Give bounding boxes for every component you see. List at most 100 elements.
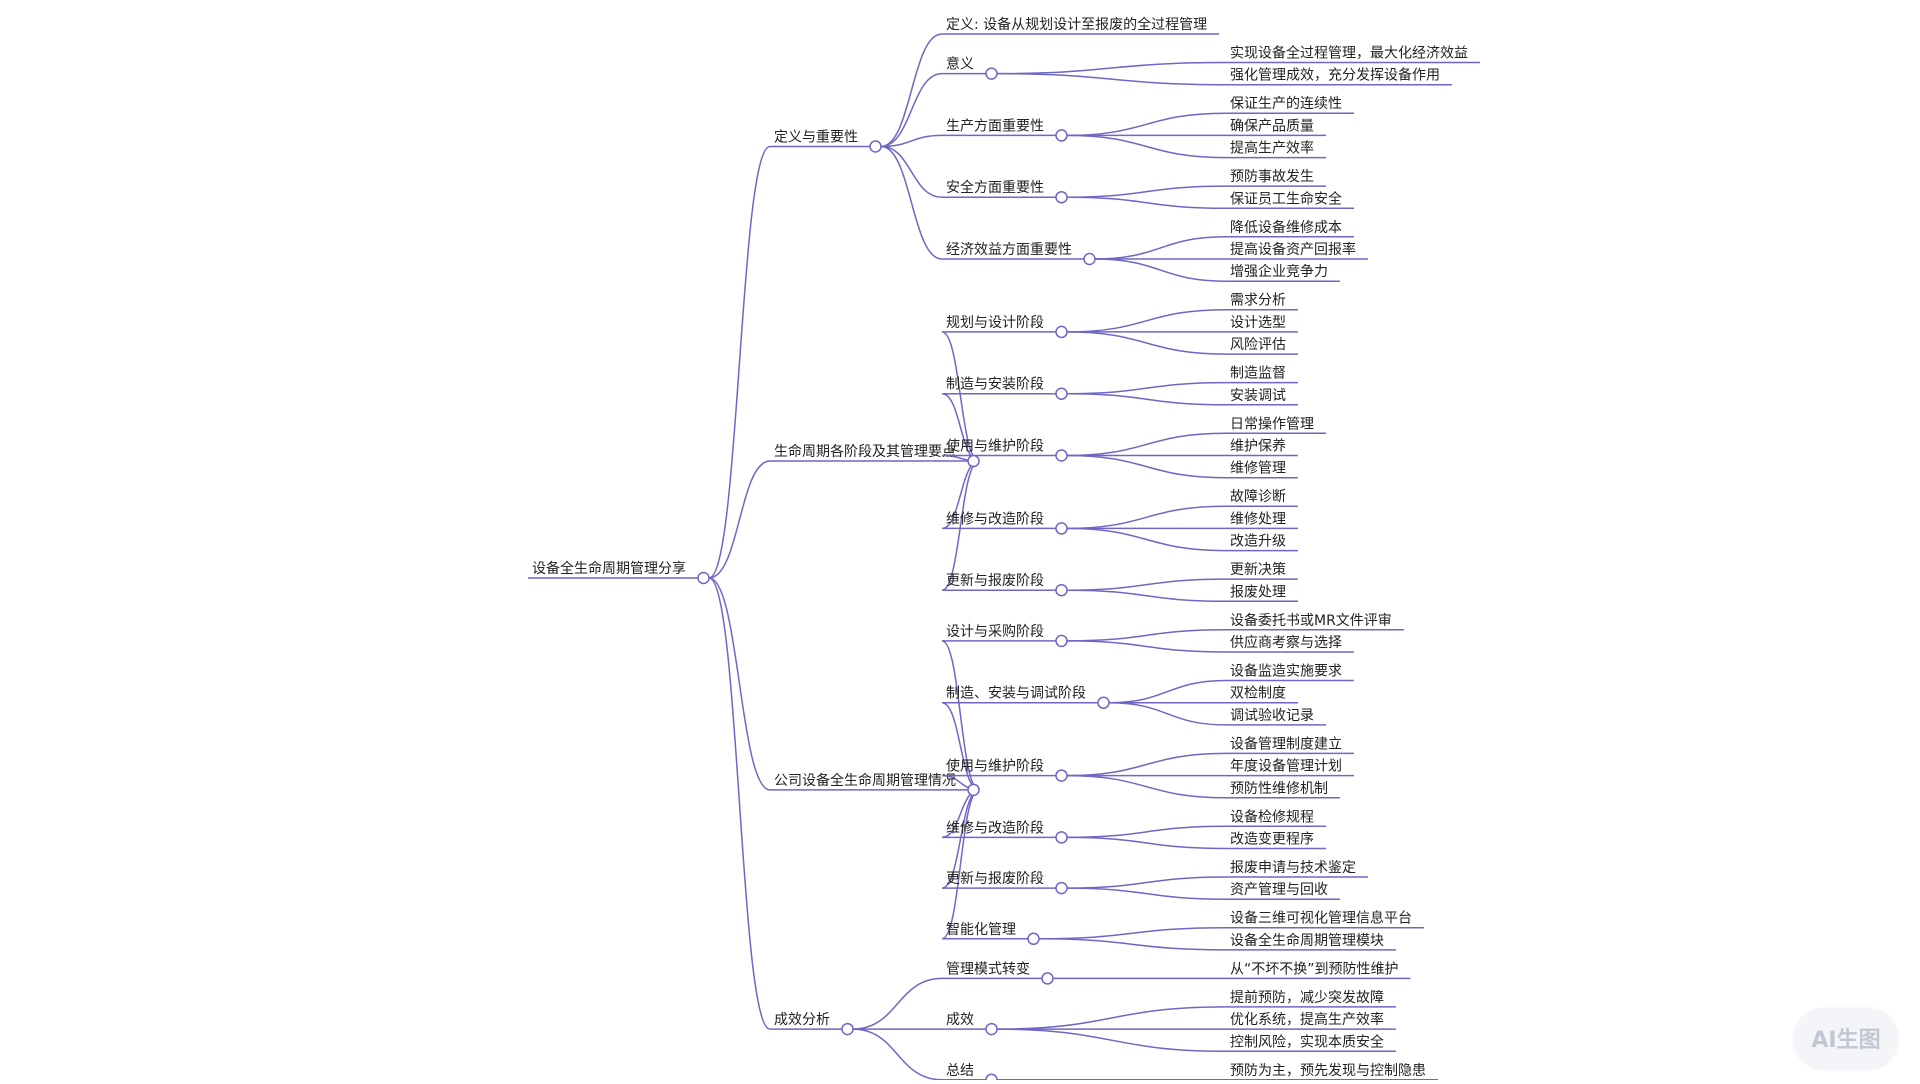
branch-node-label[interactable]: 定义与重要性 (774, 130, 858, 146)
leaf-node-label[interactable]: 日常操作管理 (1230, 416, 1314, 432)
collapse-toggle-icon[interactable] (1041, 972, 1054, 985)
ai-button-label: AI生图 (1811, 1028, 1881, 1053)
leaf-node-label[interactable]: 控制风险，实现本质安全 (1230, 1033, 1384, 1050)
collapse-toggle-icon[interactable] (1055, 325, 1068, 339)
leaf-node-label[interactable]: 改造升级 (1230, 534, 1286, 550)
branch-node-label[interactable]: 安全方面重要性 (946, 179, 1044, 196)
leaf-node-label[interactable]: 需求分析 (1230, 293, 1286, 309)
collapse-toggle-icon[interactable] (1055, 769, 1068, 782)
collapse-toggle-icon[interactable] (1055, 583, 1068, 597)
leaf-node-label[interactable]: 制造监督 (1230, 366, 1286, 382)
collapse-toggle-icon[interactable] (697, 571, 710, 585)
leaf-node-label[interactable]: 强化管理成效，充分发挥设备作用 (1230, 67, 1440, 84)
leaf-node-label[interactable]: 设备检修规程 (1230, 808, 1314, 825)
leaf-node-label[interactable]: 风险评估 (1230, 337, 1286, 353)
collapse-toggle-icon[interactable] (985, 1022, 998, 1036)
branch-node-label[interactable]: 维修与改造阶段 (946, 511, 1044, 527)
collapse-toggle-icon[interactable] (1083, 252, 1096, 266)
ai-image-button[interactable]: AI生图 (1794, 1008, 1898, 1068)
leaf-node-label[interactable]: 预防性维修机制 (1230, 781, 1328, 797)
collapse-toggle-icon[interactable] (1027, 932, 1040, 946)
branch-node-label[interactable]: 成效 (946, 1012, 974, 1028)
collapse-toggle-icon[interactable] (1055, 634, 1068, 648)
leaf-node-label[interactable]: 提前预防，减少突发故障 (1230, 989, 1384, 1006)
leaf-node-label[interactable]: 增强企业竞争力 (1230, 263, 1328, 280)
collapse-toggle-icon[interactable] (1097, 696, 1110, 709)
leaf-node-label[interactable]: 维护保养 (1230, 439, 1286, 455)
branch-node-label[interactable]: 维修与改造阶段 (946, 820, 1044, 836)
collapse-toggle-icon[interactable] (841, 1022, 854, 1036)
mindmap-edge (1066, 876, 1227, 889)
leaf-node-label[interactable]: 确保产品质量 (1230, 118, 1314, 134)
branch-node-label[interactable]: 使用与维护阶段 (946, 438, 1044, 455)
collapse-toggle-icon[interactable] (1055, 387, 1068, 400)
mindmap-edge (880, 145, 943, 260)
leaf-node-label[interactable]: 报废申请与技术鉴定 (1230, 860, 1356, 876)
leaf-node-label[interactable]: 保证生产的连续性 (1230, 95, 1342, 112)
leaf-node-label[interactable]: 从“不坏不换”到预防性维护 (1230, 960, 1399, 977)
branch-node-label[interactable]: 经济效益方面重要性 (946, 242, 1072, 258)
branch-node-label[interactable]: 成效分析 (774, 1012, 830, 1028)
collapse-toggle-icon[interactable] (985, 1073, 998, 1084)
collapse-toggle-icon[interactable] (1055, 831, 1068, 844)
mindmap-edge (1066, 589, 1227, 603)
leaf-node-label[interactable]: 安装调试 (1230, 388, 1286, 404)
leaf-node-label[interactable]: 供应商考察与选择 (1230, 634, 1342, 651)
leaf-node-label[interactable]: 设备委托书或MR文件评审 (1230, 612, 1392, 629)
branch-node-label[interactable]: 意义 (946, 56, 974, 73)
leaf-node-label[interactable]: 调试验收记录 (1230, 708, 1314, 724)
collapse-toggle-icon[interactable] (1055, 881, 1068, 895)
collapse-toggle-icon[interactable] (967, 783, 980, 797)
leaf-node-label[interactable]: 资产管理与回收 (1230, 882, 1328, 898)
branch-node-label[interactable]: 生产方面重要性 (946, 118, 1044, 134)
leaf-node-label[interactable]: 保证员工生命安全 (1230, 190, 1342, 207)
collapse-toggle-icon[interactable] (1055, 449, 1068, 462)
leaf-node-label[interactable]: 定义: 设备从规划设计至报废的全过程管理 (946, 16, 1207, 33)
leaf-node-label[interactable]: 降低设备维修成本 (1230, 219, 1342, 236)
collapse-toggle-icon[interactable] (1055, 522, 1068, 535)
branch-node-label[interactable]: 公司设备全生命周期管理情况 (774, 772, 956, 789)
leaf-node-label[interactable]: 改造变更程序 (1230, 832, 1314, 848)
collapse-toggle-icon[interactable] (869, 140, 882, 153)
leaf-node-label[interactable]: 双检制度 (1230, 686, 1286, 702)
branch-node-label[interactable]: 管理模式转变 (946, 961, 1030, 977)
leaf-node-label[interactable]: 实现设备全过程管理，最大化经济效益 (1230, 45, 1468, 62)
leaf-node-label[interactable]: 预防事故发生 (1230, 169, 1314, 185)
branch-node-label[interactable]: 智能化管理 (946, 922, 1016, 938)
leaf-node-label[interactable]: 设备管理制度建立 (1230, 735, 1342, 752)
leaf-node-label[interactable]: 设计选型 (1230, 315, 1286, 331)
branch-node-label[interactable]: 生命周期各阶段及其管理要点 (774, 443, 956, 460)
leaf-node-label[interactable]: 维修管理 (1230, 461, 1286, 477)
leaf-node-label[interactable]: 设备监造实施要求 (1230, 663, 1342, 680)
mindmap-edge (1108, 679, 1227, 704)
branch-node-label[interactable]: 总结 (946, 1063, 974, 1079)
leaf-node-label[interactable]: 提高设备资产回报率 (1230, 241, 1356, 258)
leaf-node-label[interactable]: 预防为主，预先发现与控制隐患 (1230, 1063, 1426, 1079)
mindmap-edge (996, 61, 1227, 75)
branch-node-label[interactable]: 规划与设计阶段 (946, 315, 1044, 331)
mindmap-edge (708, 577, 771, 791)
collapse-toggle-icon[interactable] (985, 67, 998, 80)
branch-node-label[interactable]: 制造与安装阶段 (946, 377, 1044, 393)
collapse-toggle-icon[interactable] (1055, 129, 1068, 142)
collapse-toggle-icon[interactable] (967, 454, 980, 468)
collapse-toggle-icon[interactable] (1055, 190, 1068, 204)
leaf-node-label[interactable]: 设备全生命周期管理模块 (1230, 932, 1384, 949)
leaf-node-label[interactable]: 提高生产效率 (1230, 140, 1314, 157)
leaf-node-label[interactable]: 故障诊断 (1230, 489, 1286, 505)
branch-node-label[interactable]: 更新与报废阶段 (946, 573, 1044, 589)
branch-node-label[interactable]: 设备全生命周期管理分享 (532, 560, 686, 577)
leaf-node-label[interactable]: 年度设备管理计划 (1230, 758, 1342, 775)
leaf-node-label[interactable]: 更新决策 (1230, 561, 1286, 578)
leaf-node-label[interactable]: 优化系统，提高生产效率 (1230, 1011, 1384, 1028)
mindmap-edge (1094, 236, 1227, 260)
leaf-node-label[interactable]: 维修处理 (1230, 511, 1286, 527)
branch-node-label[interactable]: 设计与采购阶段 (946, 624, 1044, 640)
branch-node-label[interactable]: 使用与维护阶段 (946, 758, 1044, 775)
mindmap-edge (1066, 629, 1227, 642)
leaf-node-label[interactable]: 设备三维可视化管理信息平台 (1230, 910, 1412, 927)
branch-node-label[interactable]: 制造、安装与调试阶段 (946, 686, 1086, 702)
branch-node-label[interactable]: 更新与报废阶段 (946, 871, 1044, 887)
mindmap-edge (708, 577, 771, 1030)
leaf-node-label[interactable]: 报废处理 (1230, 584, 1286, 600)
